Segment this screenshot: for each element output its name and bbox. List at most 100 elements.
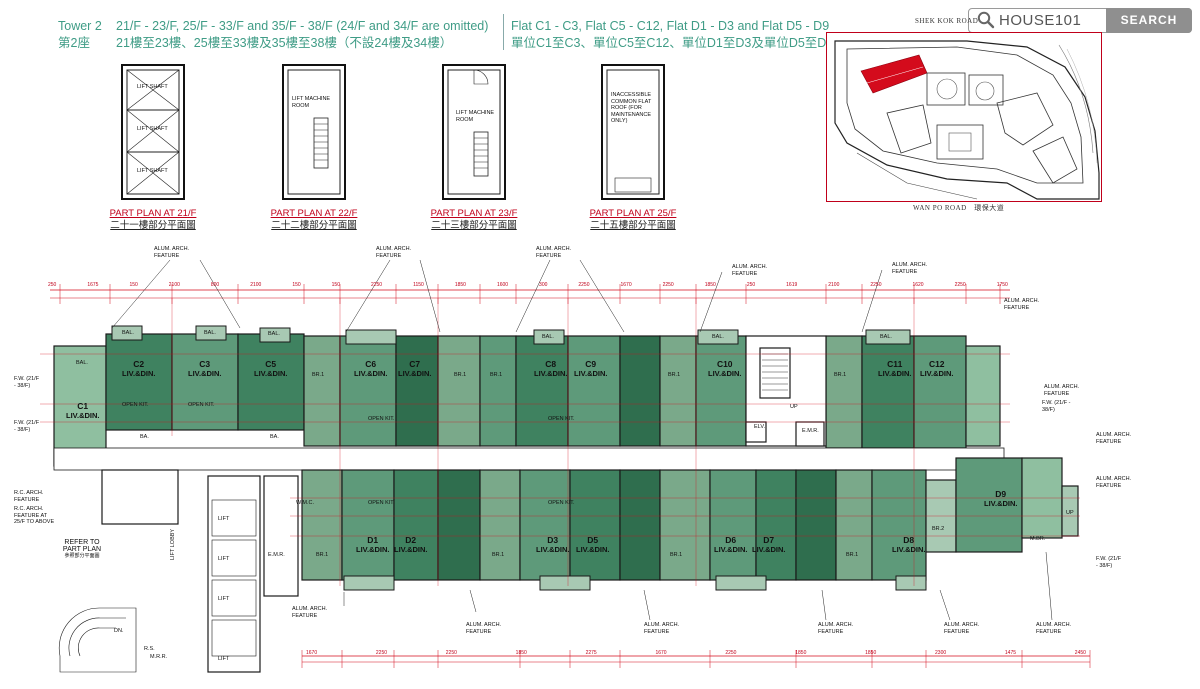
dimension-label: 1620 bbox=[912, 282, 924, 288]
unit-id: C1 bbox=[77, 401, 89, 411]
room-label-bal: BAL. bbox=[122, 330, 134, 336]
room-label-br1: BR.1 bbox=[454, 372, 467, 378]
room-label-wmc: W.M.C. bbox=[296, 500, 315, 506]
room-label-br1: BR.1 bbox=[834, 372, 847, 378]
unit-id: D8 bbox=[903, 535, 915, 545]
dimension-label: 2450 bbox=[1074, 650, 1086, 656]
fw-note-left: F.W. (21/F - 38/F) bbox=[14, 376, 40, 389]
part-plan-caption-22f: PART PLAN AT 22/F 二十二樓部分平面圖 bbox=[249, 208, 379, 232]
dimension-label: 300 bbox=[539, 282, 548, 288]
part-plan-caption-25f: PART PLAN AT 25/F 二十五樓部分平面圖 bbox=[568, 208, 698, 232]
dimension-label: 1670 bbox=[655, 650, 667, 656]
room-label-kit: OPEN KIT. bbox=[368, 500, 395, 506]
dimension-label: 2250 bbox=[662, 282, 674, 288]
unit-id: C5 bbox=[265, 359, 277, 369]
room-label-up: UP bbox=[1066, 510, 1074, 516]
road-label-shek-kok: SHEK KOK ROAD bbox=[915, 17, 979, 25]
lift-shaft-label: LIFT SHAFT bbox=[137, 84, 168, 90]
unit-room-label: LIV.&DIN. bbox=[354, 369, 388, 378]
part-plan-title-en: PART PLAN AT 23/F bbox=[430, 208, 518, 219]
part-plan-title-zh: 二十一樓部分平面圖 bbox=[110, 220, 196, 231]
unit-id: C3 bbox=[199, 359, 211, 369]
unit-room-label: LIV.&DIN. bbox=[984, 499, 1018, 508]
unit-id: C12 bbox=[928, 359, 945, 369]
dimension-label: 1600 bbox=[496, 282, 509, 288]
arch-feature-note: ALUM. ARCH. FEATURE bbox=[154, 246, 190, 259]
unit-room-label: LIV.&DIN. bbox=[574, 369, 608, 378]
dimension-label: 1850 bbox=[454, 282, 466, 288]
unit-id: D3 bbox=[547, 535, 559, 545]
arch-feature-note: ALUM. ARCH. FEATURE bbox=[1004, 298, 1040, 311]
arch-feature-note: ALUM. ARCH. FEATURE bbox=[1036, 622, 1072, 635]
search-button[interactable]: SEARCH bbox=[1106, 8, 1192, 33]
tower-label-en: Tower 2 bbox=[58, 19, 102, 33]
dimension-label: 2250 bbox=[725, 650, 737, 656]
rc-feature-note: R.C. ARCH. FEATURE bbox=[14, 490, 44, 503]
floor-plan-drawing bbox=[40, 259, 1091, 673]
search-brand-text[interactable]: HOUSE101 bbox=[999, 12, 1082, 29]
dimension-row-top: 250 1675 150 2100 800 2100 150 150 2250 … bbox=[48, 282, 1008, 288]
lift-shaft-label: LIFT SHAFT bbox=[137, 168, 168, 174]
room-label-bal: BAL. bbox=[542, 334, 554, 340]
dimension-label: 2250 bbox=[445, 650, 457, 656]
dimension-label: 2250 bbox=[370, 282, 383, 288]
dimension-label: 1850 bbox=[865, 650, 877, 656]
unit-id: D7 bbox=[763, 535, 775, 545]
room-label-br1: BR.1 bbox=[312, 372, 325, 378]
room-label-br1: BR.1 bbox=[492, 552, 505, 558]
room-label-lift: LIFT bbox=[218, 556, 230, 562]
site-key-plan: SHEK KOK ROAD WAN PO ROAD 環保大道 bbox=[826, 17, 1102, 212]
dimension-label: 1619 bbox=[786, 282, 798, 288]
dimension-label: 1670 bbox=[620, 282, 632, 288]
part-plan-title-zh: 二十五樓部分平面圖 bbox=[590, 220, 676, 231]
flats-label-zh: 單位C1至C3、單位C5至C12、單位D1至D3及單位D5至D9 bbox=[511, 36, 834, 50]
part-plan-25f: INACCESSIBLE COMMON FLAT ROOF (FOR MAINT… bbox=[601, 64, 665, 200]
dimension-label: 2250 bbox=[578, 282, 590, 288]
part-plan-title-zh: 二十三樓部分平面圖 bbox=[431, 220, 517, 231]
room-label-kit: OPEN KIT. bbox=[188, 402, 215, 408]
dimension-label: 1850 bbox=[704, 282, 716, 288]
room-label-bal: BAL. bbox=[76, 360, 88, 366]
room-label-kit: OPEN KIT. bbox=[548, 500, 575, 506]
room-label-rs: R.S. bbox=[144, 646, 155, 652]
room-label-emr: E.M.R. bbox=[268, 552, 285, 558]
fw-note-right: F.W. (21/F - 38/F) bbox=[1096, 556, 1122, 569]
room-label-lift-lobby: LIFT LOBBY bbox=[170, 528, 176, 560]
search-box[interactable]: HOUSE101 SEARCH bbox=[968, 8, 1192, 33]
unit-room-label: LIV.&DIN. bbox=[394, 545, 428, 554]
dimension-row-bottom: 1670 2250 2250 1850 2275 1670 2250 1850 … bbox=[306, 650, 1086, 656]
room-label-emr: E.M.R. bbox=[802, 428, 819, 434]
unit-id: C9 bbox=[585, 359, 597, 369]
part-plan-title-zh: 二十二樓部分平面圖 bbox=[271, 220, 357, 231]
room-label-br1: BR.1 bbox=[316, 552, 329, 558]
room-label-br2: BR.2 bbox=[932, 526, 945, 532]
room-label-br1: BR.1 bbox=[668, 372, 681, 378]
unit-id: C10 bbox=[716, 359, 733, 369]
unit-room-label: LIV.&DIN. bbox=[356, 545, 390, 554]
flat-roof-label: INACCESSIBLE COMMON FLAT ROOF (FOR MAINT… bbox=[611, 92, 652, 124]
unit-room-label: LIV.&DIN. bbox=[188, 369, 222, 378]
unit-room-label: LIV.&DIN. bbox=[878, 369, 912, 378]
part-plan-title-en: PART PLAN AT 25/F bbox=[589, 208, 677, 219]
part-plan-caption-23f: PART PLAN AT 23/F 二十三樓部分平面圖 bbox=[409, 208, 539, 232]
refer-part-plan-en: REFER TO PART PLAN bbox=[62, 539, 102, 553]
